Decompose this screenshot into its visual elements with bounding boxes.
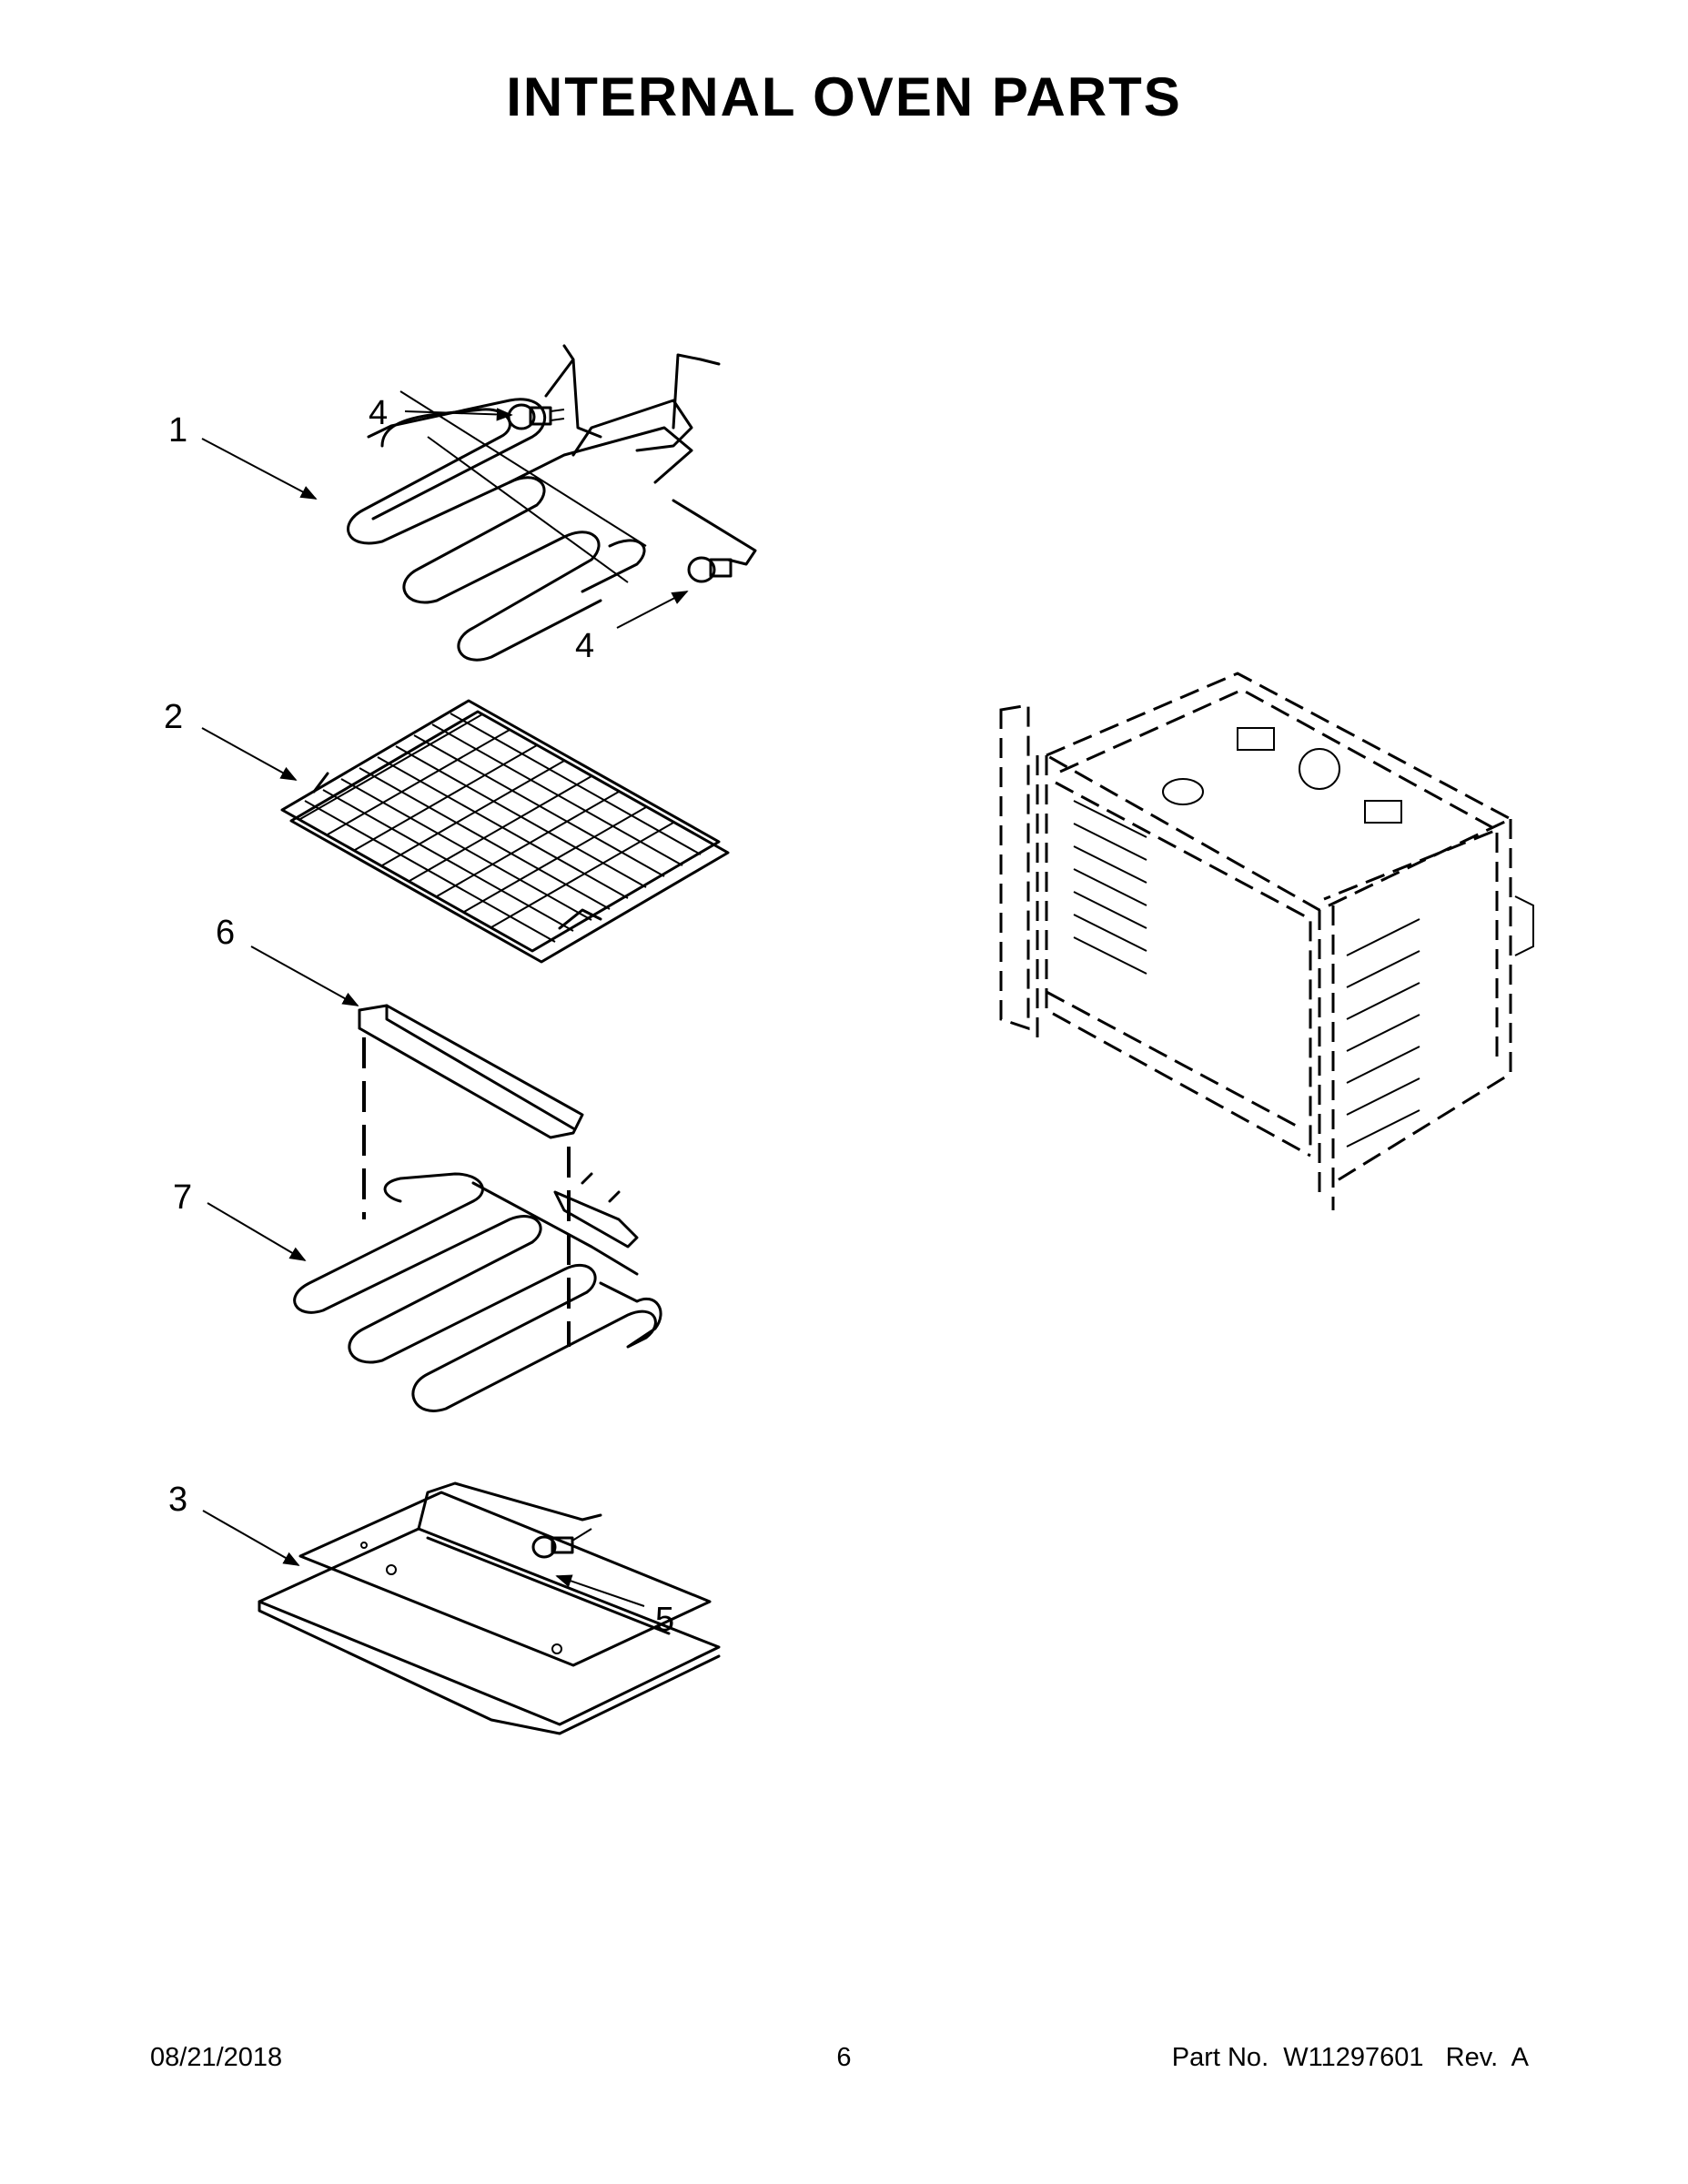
oven-rack: [280, 699, 730, 964]
callout-3: 3: [168, 1481, 187, 1519]
leader-7: [207, 1202, 307, 1261]
leader-1: [201, 438, 318, 500]
lower-heating-element: [293, 1172, 662, 1412]
callout-6: 6: [216, 914, 235, 952]
leader-6: [250, 945, 359, 1006]
footer-part-number: Part No. W11297601 Rev. A: [1171, 2043, 1529, 2072]
oven-cavity: [999, 672, 1534, 1210]
oven-bottom-panel: [258, 1481, 721, 1735]
footer-page-number: 6: [836, 2043, 852, 2072]
screw-bottom: [687, 556, 733, 583]
leader-4b: [616, 591, 689, 629]
page-title: INTERNAL OVEN PARTS: [506, 66, 1182, 127]
leader-4a: [404, 408, 513, 421]
leader-lines: [201, 408, 689, 1607]
leader-2: [201, 727, 298, 781]
screw-top: [507, 403, 565, 430]
screw-panel: [531, 1528, 592, 1559]
upper-heating-element: [347, 344, 757, 662]
leader-3: [202, 1510, 300, 1566]
callout-1: 1: [168, 411, 187, 450]
leader-5: [555, 1574, 645, 1607]
callout-2: 2: [164, 698, 183, 736]
element-bracket: [358, 1004, 584, 1347]
callout-4-bottom: 4: [575, 627, 594, 665]
callout-4-top: 4: [369, 394, 388, 432]
callout-7: 7: [173, 1178, 192, 1217]
footer-date: 08/21/2018: [150, 2043, 283, 2072]
callout-5: 5: [655, 1601, 674, 1639]
